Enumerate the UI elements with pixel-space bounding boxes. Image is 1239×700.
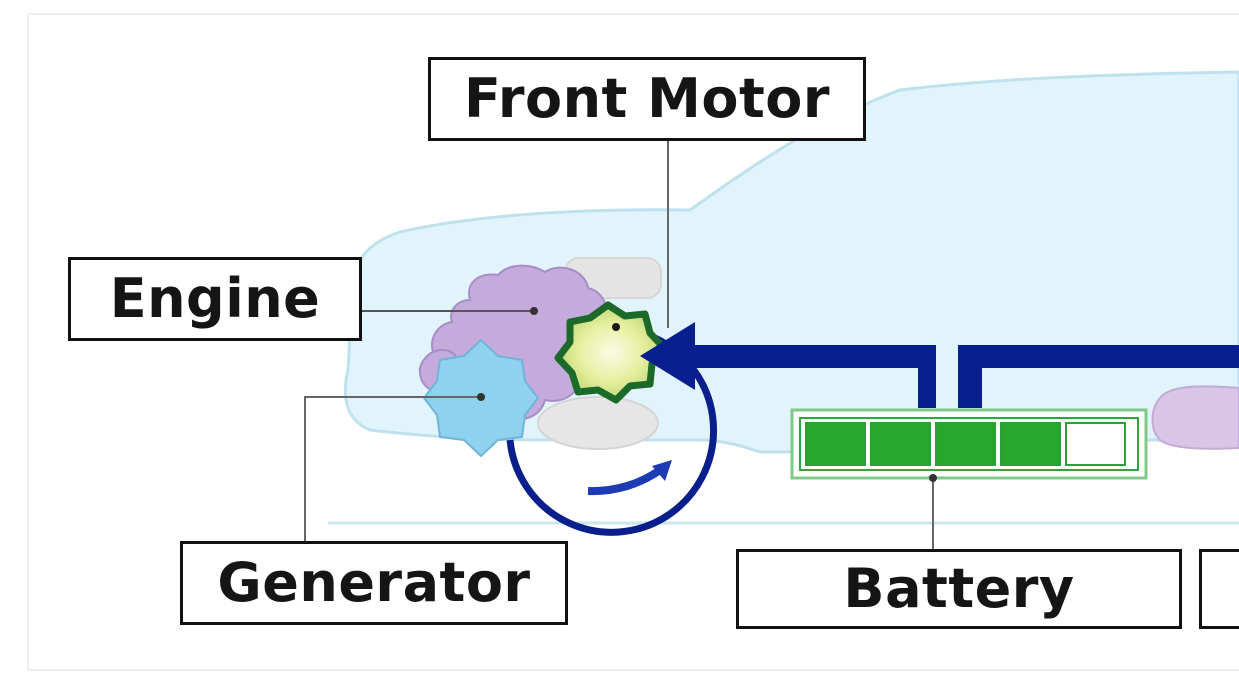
leader-generator-dot [477, 393, 485, 401]
battery-cell-filled [935, 422, 996, 466]
rear-motor-component [1151, 385, 1239, 450]
rotation-circle [506, 334, 718, 536]
engine-label: Engine [68, 257, 362, 341]
lower-gray-component [537, 396, 659, 450]
leader-generator [304, 396, 481, 541]
generator-label: Generator [180, 541, 568, 625]
battery-cell-filled [1000, 422, 1061, 466]
front-motor-label: Front Motor [428, 57, 866, 141]
front-motor-gear [554, 301, 668, 404]
leader-front-motor-dot [612, 323, 620, 331]
page-border [27, 13, 1239, 671]
leader-engine-dot [530, 307, 538, 315]
leader-battery-dot [929, 474, 937, 482]
power-flow-path-right [958, 345, 1239, 408]
partial-label-box [1199, 549, 1239, 629]
battery-cell-filled [805, 422, 866, 466]
battery-cells [805, 422, 1126, 466]
rotation-arrow-curve [587, 466, 663, 496]
rotation-arrow-head-icon [652, 460, 672, 481]
power-flow-arrow-icon [640, 322, 695, 390]
battery-inner [799, 417, 1139, 471]
battery-cell-empty [1065, 422, 1126, 466]
power-flow-path [690, 345, 936, 408]
battery-label: Battery [736, 549, 1182, 629]
battery-cell-filled [870, 422, 931, 466]
